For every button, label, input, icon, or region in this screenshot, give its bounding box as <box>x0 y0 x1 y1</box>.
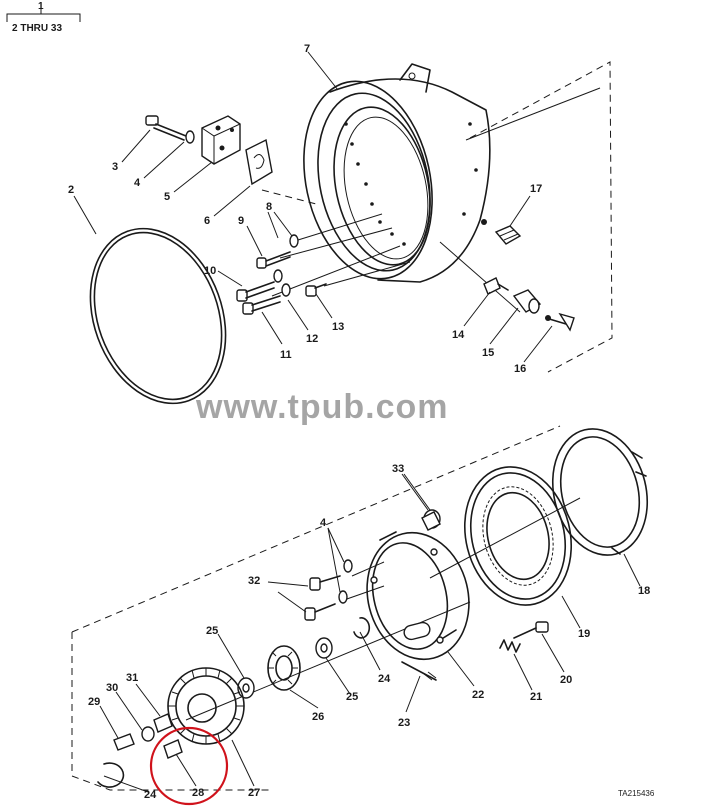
part-bolt-20 <box>513 621 549 639</box>
callout-10: 10 <box>204 265 216 277</box>
callout-28: 28 <box>192 787 204 799</box>
callout-17: 17 <box>530 183 542 195</box>
callout-31: 31 <box>126 672 138 684</box>
callout-23: 23 <box>398 717 410 729</box>
part-valve-16 <box>545 312 575 332</box>
callout-7: 7 <box>304 43 310 55</box>
callout-16: 16 <box>514 363 526 375</box>
callout-labels: 7 2 3 4 5 6 8 9 10 11 12 13 14 15 16 17 … <box>68 43 650 801</box>
part-bolt-10 <box>236 281 275 302</box>
part-spline-washer-26 <box>267 645 301 691</box>
callout-13: 13 <box>332 321 344 333</box>
part-bolt-13 <box>305 283 327 297</box>
part-plate-6 <box>245 138 273 186</box>
callout-4-lower: 4 <box>320 517 327 529</box>
part-retainer-22 <box>366 531 470 661</box>
part-housing-7 <box>303 63 601 283</box>
callout-27: 27 <box>248 787 260 799</box>
callout-12: 12 <box>306 333 318 345</box>
callout-2: 2 <box>68 184 74 196</box>
part-pin-31 <box>153 713 173 733</box>
part-bolt-32 <box>304 575 341 621</box>
callout-20: 20 <box>560 674 572 686</box>
callout-6: 6 <box>204 215 210 227</box>
part-coupling-15 <box>512 289 542 314</box>
callout-18: 18 <box>638 585 650 597</box>
header-reference: 1 2 THRU 33 <box>6 1 81 34</box>
callout-11: 11 <box>280 349 292 361</box>
part-friction-disc-19 <box>463 466 573 606</box>
part-pin-29 <box>113 733 135 751</box>
callout-24-lower: 24 <box>144 789 157 801</box>
part-bearing-30 <box>141 726 155 742</box>
callout-25-left: 25 <box>206 625 218 637</box>
header-ref-range: 2 THRU 33 <box>12 23 62 34</box>
watermark: www.tpub.com <box>195 388 449 426</box>
callout-19: 19 <box>578 628 590 640</box>
callout-26: 26 <box>312 711 324 723</box>
callout-3: 3 <box>112 161 118 173</box>
part-snap-ring-24 <box>97 617 371 788</box>
callout-30: 30 <box>106 682 118 694</box>
figure-id: TA215436 <box>618 789 655 798</box>
part-bolt-9 <box>256 251 291 269</box>
callout-24-upper: 24 <box>378 673 391 685</box>
part-plug-17 <box>494 225 522 245</box>
part-bolt-11 <box>242 295 281 315</box>
part-spring-21 <box>499 639 521 653</box>
callout-14: 14 <box>452 329 465 341</box>
part-o-ring-2 <box>89 227 227 405</box>
callout-21: 21 <box>530 691 542 703</box>
part-bushing-28 <box>163 739 183 759</box>
callout-5: 5 <box>164 191 170 203</box>
leader-lines <box>73 51 641 793</box>
part-disc-18 <box>551 428 649 556</box>
callout-25-right: 25 <box>346 691 358 703</box>
part-washer-4 <box>338 559 353 604</box>
part-fitting-14 <box>483 277 509 295</box>
part-washer-12 <box>281 283 291 297</box>
highlight-circle <box>149 726 229 806</box>
callout-8: 8 <box>266 201 272 213</box>
part-gear-27 <box>167 667 245 745</box>
callout-9: 9 <box>238 215 244 227</box>
part-bolt-3 <box>145 115 195 144</box>
callout-29: 29 <box>88 696 100 708</box>
callout-32: 32 <box>248 575 260 587</box>
header-ref-top: 1 <box>38 1 44 12</box>
exploded-guide-lines <box>71 61 613 791</box>
callout-15: 15 <box>482 347 494 359</box>
part-pin-23 <box>401 661 437 681</box>
part-block-5 <box>201 115 241 165</box>
part-washer-8 <box>273 234 299 283</box>
part-washer-25 <box>237 637 333 699</box>
callout-22: 22 <box>472 689 484 701</box>
callout-33: 33 <box>392 463 404 475</box>
part-bushing-33 <box>421 509 441 531</box>
callout-4-upper: 4 <box>134 177 141 189</box>
